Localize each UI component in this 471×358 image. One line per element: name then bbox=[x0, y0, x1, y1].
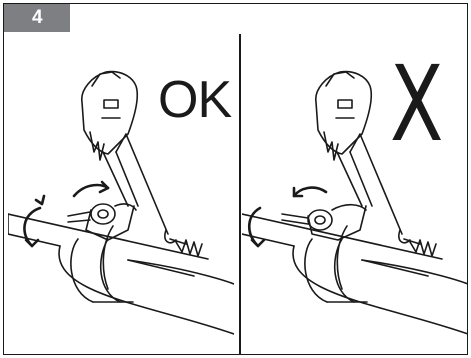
rotation-arrows bbox=[23, 180, 110, 248]
verdict-ok-label: OK bbox=[158, 71, 232, 129]
verdict-x-label: X bbox=[390, 43, 444, 165]
spring-coil bbox=[164, 229, 203, 257]
clamp-band bbox=[304, 225, 368, 303]
handle-arm bbox=[102, 133, 187, 245]
panel-divider bbox=[239, 34, 241, 354]
correct-panel: OK bbox=[8, 34, 234, 352]
clamp-knob bbox=[281, 203, 367, 241]
handle-grip bbox=[81, 70, 139, 161]
clamp-band bbox=[70, 225, 134, 303]
incorrect-panel: X bbox=[242, 34, 468, 352]
spring-coil bbox=[398, 229, 437, 257]
shaft-tube bbox=[8, 213, 234, 335]
rotation-arrows bbox=[247, 186, 328, 248]
handle-arm bbox=[336, 133, 421, 245]
incorrect-illustration bbox=[242, 70, 468, 335]
handle-grip bbox=[315, 70, 373, 161]
correct-illustration bbox=[8, 70, 234, 335]
clamp-knob bbox=[67, 203, 137, 241]
step-number-badge: 4 bbox=[4, 4, 70, 32]
instruction-frame: 4 bbox=[3, 3, 468, 355]
